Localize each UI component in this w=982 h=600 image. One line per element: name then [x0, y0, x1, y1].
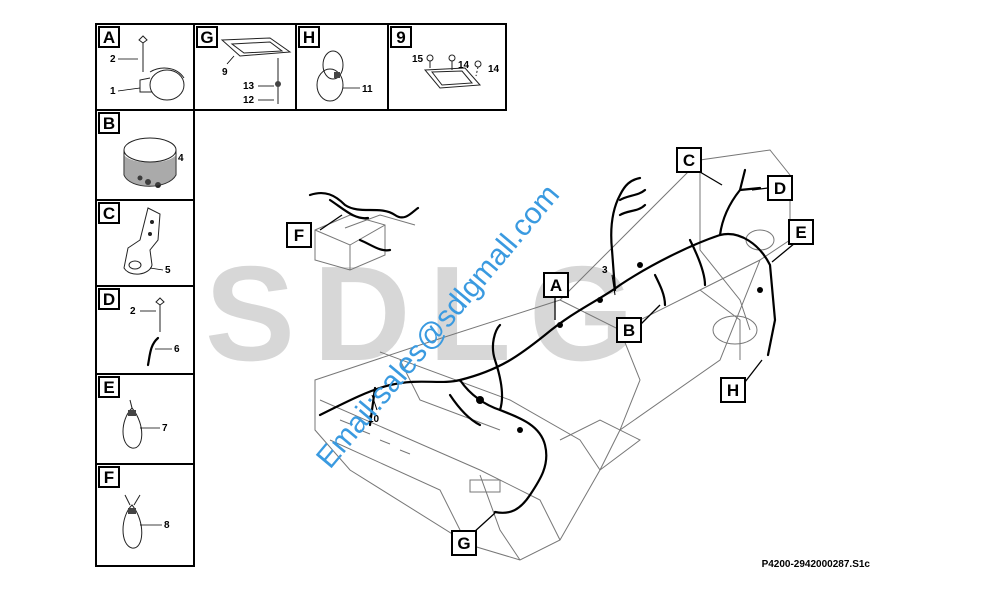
connector-bracket-icon	[423, 54, 482, 89]
item-number: 7	[162, 423, 168, 434]
item-number: 12	[243, 95, 255, 106]
item-number: 10	[368, 414, 380, 425]
panel-G[interactable]: G 9 13 12	[196, 26, 292, 106]
panel-letter: B	[103, 114, 115, 133]
drawing-reference: P4200-2942000287.S1c	[762, 559, 871, 570]
item-number: 4	[178, 153, 184, 164]
callout-label: B	[623, 321, 635, 340]
detail-panels	[95, 23, 507, 567]
panel-H[interactable]: H 11	[298, 26, 373, 102]
relay-icon	[123, 137, 177, 188]
callout-H[interactable]: H	[720, 377, 746, 403]
panel-9[interactable]: 9 15 14 14	[390, 26, 500, 89]
panel-D[interactable]: D 2 6	[98, 288, 180, 367]
panel-F[interactable]: F 8	[98, 466, 170, 549]
item-number: 8	[164, 520, 170, 531]
wiring-harness	[318, 168, 777, 514]
item-number: 13	[243, 81, 255, 92]
item-number: 9	[222, 67, 228, 78]
panel-letter: F	[104, 468, 114, 487]
item-number: 3	[602, 265, 608, 276]
callout-B[interactable]: B	[616, 317, 642, 343]
callout-label: C	[683, 151, 695, 170]
callout-D[interactable]: D	[767, 175, 793, 201]
panel-B[interactable]: B 4	[98, 112, 184, 188]
cable-tie-icon	[122, 399, 143, 449]
item-number: 5	[165, 265, 171, 276]
panel-letter: C	[103, 204, 115, 223]
panel-E[interactable]: E 7	[98, 376, 168, 449]
watermark-logo: SDLG	[205, 238, 652, 389]
item-number: 2	[110, 54, 116, 65]
item-number: 15	[412, 54, 424, 65]
callout-leaders	[319, 171, 796, 534]
callout-label: F	[294, 226, 304, 245]
callout-C[interactable]: C	[676, 147, 702, 173]
callout-E[interactable]: E	[788, 219, 814, 245]
item-number: 11	[362, 84, 373, 95]
panel-letter: G	[200, 28, 213, 47]
callout-label: H	[727, 381, 739, 400]
callout-label: G	[457, 534, 470, 553]
panel-letter: H	[303, 28, 315, 47]
callout-label: A	[550, 276, 562, 295]
panel-letter: 9	[396, 28, 405, 47]
connector-bracket-icon	[220, 37, 292, 104]
item-number: 14	[488, 64, 500, 75]
panel-C[interactable]: C 5	[98, 202, 171, 276]
bolt-icon	[146, 297, 165, 367]
bracket-icon	[123, 207, 161, 275]
item-number: 14	[458, 60, 470, 71]
panel-A[interactable]: A 2 1	[98, 26, 185, 101]
callout-F[interactable]: F	[286, 222, 312, 248]
panel-letter: E	[103, 378, 114, 397]
cable-tie-icon	[122, 494, 143, 549]
callout-label: E	[795, 223, 806, 242]
cable-loop-icon	[316, 50, 344, 102]
callout-label: D	[774, 179, 786, 198]
panel-letter: A	[103, 28, 115, 47]
callout-G[interactable]: G	[451, 530, 477, 556]
panel-letter: D	[103, 290, 115, 309]
callout-A[interactable]: A	[543, 272, 569, 298]
battery-view	[308, 191, 420, 271]
svg-text:SDLG: SDLG	[205, 238, 652, 389]
item-number: 1	[110, 86, 116, 97]
item-number: 6	[174, 344, 180, 355]
item-number: 2	[130, 306, 136, 317]
clamp-icon	[138, 35, 185, 101]
